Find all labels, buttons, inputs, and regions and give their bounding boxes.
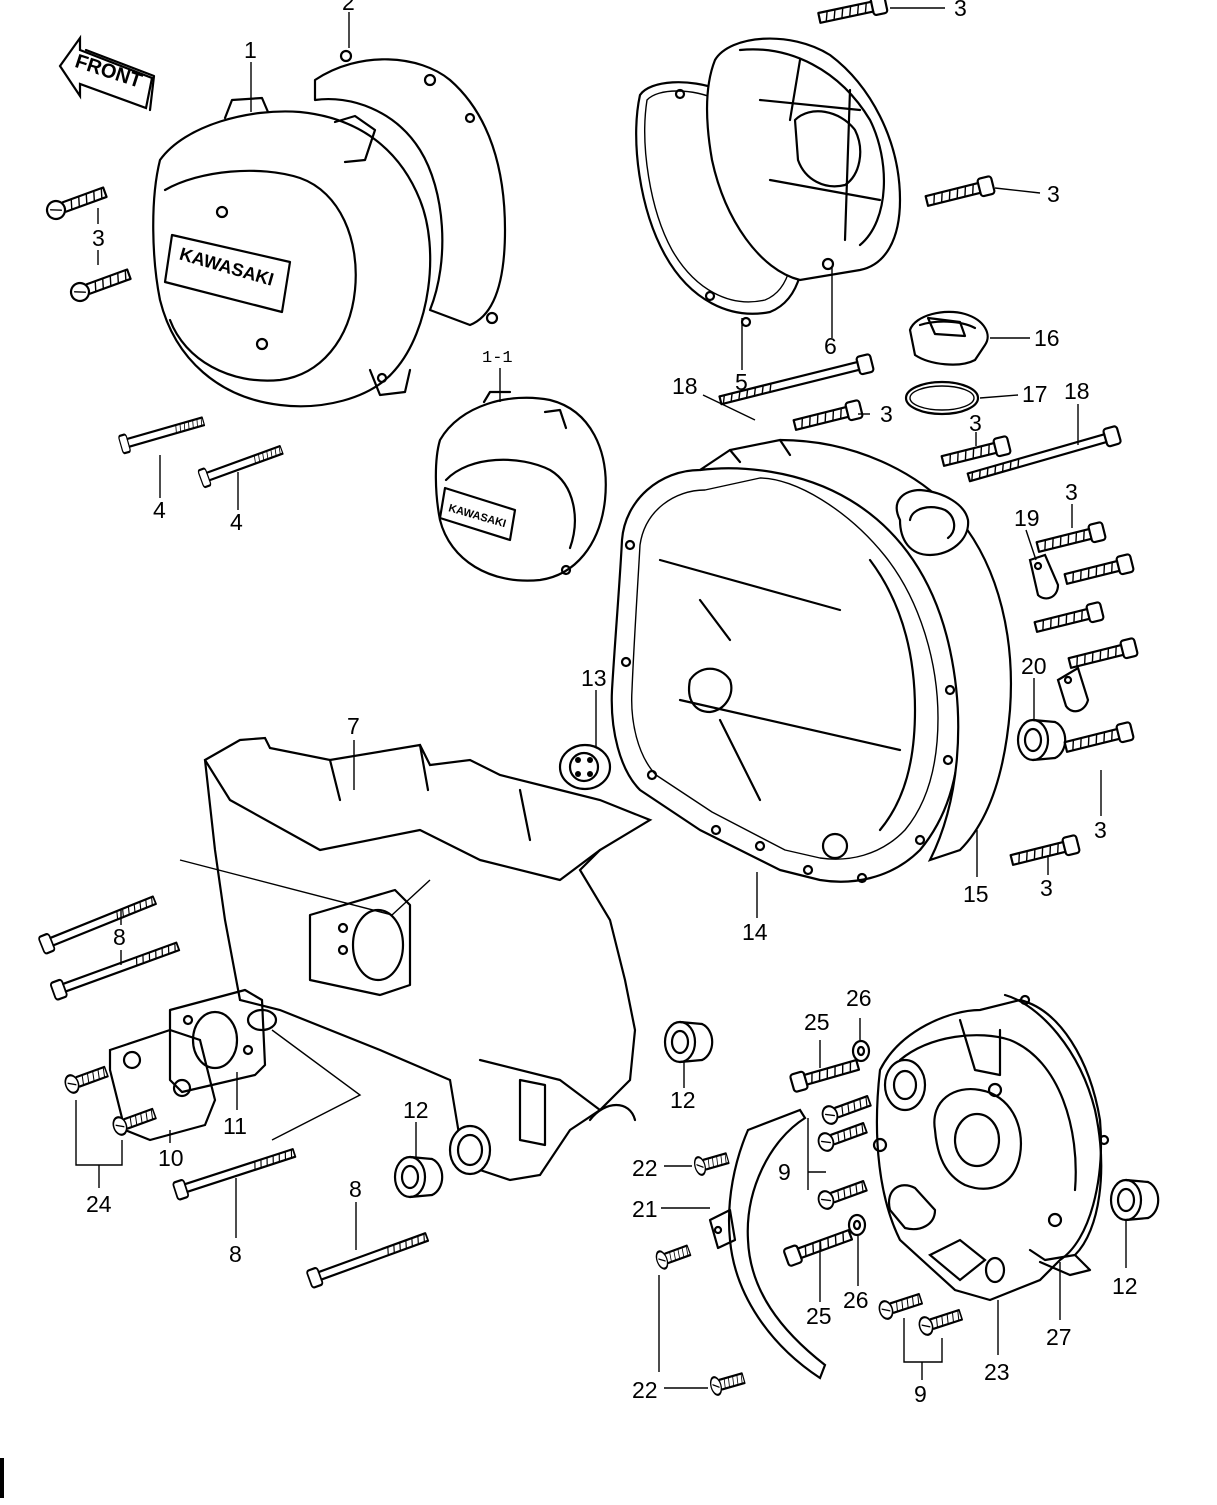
label-12-cover: 12 [670, 1087, 696, 1113]
label-8-upper: 8 [113, 924, 126, 950]
label-23: 23 [984, 1359, 1010, 1385]
label-3-top: 3 [954, 0, 967, 21]
wire-clamp-lower [1056, 666, 1090, 713]
label-8-bottom: 8 [349, 1176, 362, 1202]
bolt-3-center [791, 398, 865, 435]
generator-cover: KAWASAKI [152, 96, 432, 408]
front-direction-arrow: FRONT [58, 34, 156, 112]
bolt-3-right-6 [1062, 720, 1136, 757]
label-2: 2 [342, 0, 355, 15]
label-9-upper: 9 [778, 1159, 791, 1185]
secondary-cover [872, 998, 1103, 1302]
long-bolt-8-lower [171, 1143, 298, 1202]
label-3-right-d: 3 [1040, 875, 1053, 901]
clutch-cover [658, 438, 1013, 862]
outer-cover [705, 37, 902, 282]
screw-22-upper [691, 1148, 732, 1178]
label-18-right: 18 [1064, 378, 1090, 404]
generator-cover-alternative: KAWASAKI [434, 390, 607, 582]
screw-9-1 [819, 1091, 874, 1127]
screw-9-3 [815, 1176, 870, 1212]
label-11: 11 [223, 1113, 247, 1139]
bolt-3-right-4 [1032, 600, 1106, 637]
label-3-right-a: 3 [969, 410, 982, 436]
label-12-center: 12 [403, 1097, 429, 1123]
oil-filler-o-ring [904, 380, 980, 416]
label-16: 16 [1034, 325, 1060, 351]
bolt-4-right [196, 440, 286, 489]
screw-24-upper [61, 1062, 111, 1096]
page-edge-marker [0, 1458, 4, 1498]
label-22-upper: 22 [632, 1155, 658, 1181]
screw-9-2 [815, 1118, 870, 1154]
label-3-right-c: 3 [1094, 817, 1107, 843]
label-12-right: 12 [1112, 1273, 1138, 1299]
bolt-3-right-5 [1066, 636, 1140, 673]
part-labels: 1 2 3 3 3 3 3 3 3 3 4 4 1-1 5 6 16 17 18… [86, 0, 1138, 1407]
label-3-center: 3 [880, 401, 893, 427]
bolt-4-left [117, 411, 207, 455]
label-1-1: 1-1 [482, 349, 513, 368]
label-1: 1 [244, 37, 257, 63]
label-27: 27 [1046, 1324, 1072, 1350]
label-26-lower: 26 [843, 1287, 869, 1313]
wire-clamp-upper [1028, 553, 1060, 600]
label-20: 20 [1021, 653, 1047, 679]
label-3-right-b: 3 [1065, 479, 1078, 505]
oil-seal-lower [393, 1155, 444, 1199]
label-4-left: 4 [153, 497, 166, 523]
washer-upper [851, 1039, 871, 1063]
cover-plate [108, 1028, 217, 1142]
oil-seal-chain-cover [663, 1020, 714, 1064]
oil-filler-cap [908, 310, 989, 366]
label-25-upper: 25 [804, 1009, 830, 1035]
label-3-left: 3 [92, 225, 105, 251]
bolt-3-right-7 [1008, 833, 1082, 870]
cover-plate-gasket [168, 988, 267, 1094]
label-19: 19 [1014, 505, 1040, 531]
label-13: 13 [581, 665, 607, 691]
oil-seal-right-lower [1109, 1178, 1160, 1222]
bolt-3-right-upper [923, 174, 997, 211]
leader-lines [75, 7, 1127, 1389]
guide-plate [708, 1108, 827, 1380]
screw-22-middle [653, 1240, 694, 1272]
bolt-25-upper [788, 1055, 862, 1094]
label-5: 5 [735, 369, 748, 395]
oil-seal-right-top [1016, 718, 1067, 762]
label-17: 17 [1022, 381, 1048, 407]
label-8-lower: 8 [229, 1241, 242, 1267]
label-14: 14 [742, 919, 768, 945]
bolt-3-right-2 [1034, 520, 1108, 557]
label-24: 24 [86, 1191, 112, 1217]
screw-22-lower [707, 1368, 748, 1398]
long-bolt-18-right [965, 424, 1123, 488]
screw-9-5 [916, 1305, 965, 1338]
label-22-lower: 22 [632, 1377, 658, 1403]
screw-9-4 [876, 1289, 925, 1322]
label-7: 7 [347, 713, 360, 739]
label-15: 15 [963, 881, 989, 907]
label-25-lower: 25 [806, 1303, 832, 1329]
long-bolt-8-bottom [305, 1227, 431, 1290]
generator-cover-gasket [313, 49, 507, 327]
secondary-cover-gasket [1003, 993, 1110, 1277]
bolt-3-right-3 [1062, 552, 1136, 589]
label-4-right: 4 [230, 509, 243, 535]
label-21: 21 [632, 1196, 658, 1222]
drive-chain-cover [203, 736, 653, 1182]
bolt-3-left-lower [67, 264, 134, 305]
bolt-3-top [816, 0, 889, 28]
label-18-left: 18 [672, 373, 698, 399]
long-bolt-8-upper [37, 890, 159, 956]
rubber-cap [558, 743, 612, 791]
bolt-25-lower [782, 1225, 855, 1268]
label-10: 10 [158, 1145, 184, 1171]
label-26-upper: 26 [846, 985, 872, 1011]
washer-lower [847, 1213, 867, 1237]
label-6: 6 [824, 333, 837, 359]
label-9-lower: 9 [914, 1381, 927, 1407]
label-3-right-upper: 3 [1047, 181, 1060, 207]
